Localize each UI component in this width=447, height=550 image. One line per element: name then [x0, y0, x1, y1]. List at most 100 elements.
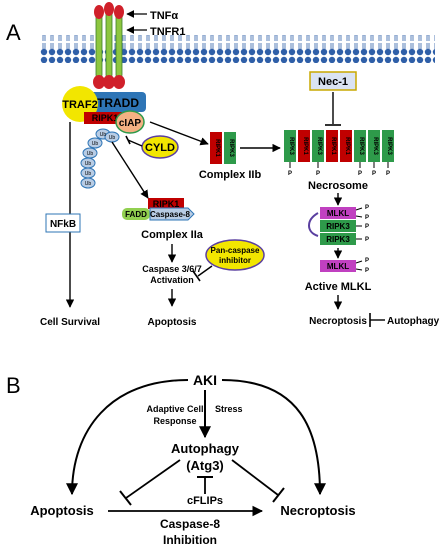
phosphate-stalks	[289, 162, 389, 168]
mlkl-ripk3-box	[320, 220, 356, 232]
arrow-to-complex-iib	[149, 121, 209, 146]
traf2-label: TRAF2	[62, 99, 97, 111]
fadd-box	[122, 208, 150, 220]
necrosome-ripk1-label: RIPK1	[302, 137, 308, 155]
necroptosis-a-label: Necroptosis	[309, 316, 367, 327]
complex-iia-label: Complex IIa	[141, 229, 204, 241]
pan-caspase-inhibit-bar	[192, 270, 201, 282]
cyld-label: CYLD	[145, 142, 175, 154]
pan-caspase-inhibit-line	[197, 265, 213, 277]
complex-iia-ripk1-label: RIPK1	[153, 199, 180, 209]
necrosome-ripk3-label: RIPK3	[386, 137, 392, 155]
autophagy-inhibits-apoptosis-line	[125, 459, 181, 499]
ciap-label: cIAP	[119, 118, 142, 129]
ub-label: Ub	[109, 135, 116, 141]
complex-iib-ripk1	[210, 132, 222, 164]
tradd-box	[90, 92, 146, 112]
necrosome-ripk1-label: RIPK1	[330, 137, 336, 155]
tnfr1-label: TNFR1	[150, 26, 185, 38]
cyld-inhibit-line	[127, 139, 143, 147]
necrosome-ripk3-label: RIPK3	[372, 137, 378, 155]
necrosome-complex	[284, 130, 394, 162]
active-mlkl-phosphate-stalks	[355, 260, 363, 271]
cflips-label: cFLIPs	[187, 495, 223, 507]
caspase-activation-label-1: Caspase 3/6/7	[142, 264, 202, 274]
caspase-activation-label-2: Activation	[150, 275, 194, 285]
ub-label: Ub	[87, 151, 94, 157]
necrosome-ripk3-label: RIPK3	[316, 137, 322, 155]
necrosome-ripk3-label: RIPK3	[358, 137, 364, 155]
arrow-to-complex-iia	[111, 141, 149, 199]
panel-a-label: A	[6, 20, 21, 45]
autophagy-inhibits-necroptosis-line	[231, 459, 279, 496]
nfkb-box	[45, 213, 81, 233]
ub-label: Ub	[85, 171, 92, 177]
mlkl-binding-arc	[308, 212, 319, 237]
phospho-label: P	[372, 171, 376, 177]
mlkl-ripk3-label: RIPK3	[326, 235, 350, 244]
ub-label: Ub	[85, 181, 92, 187]
cyld-inhibit-bar	[125, 135, 131, 145]
autophagy-b-label-2: (Atg3)	[186, 458, 224, 473]
complex-iib-ripk3	[224, 132, 236, 164]
aki-to-apoptosis-arrow	[66, 379, 189, 496]
stress-label: Stress	[215, 404, 243, 414]
nec1-box	[309, 71, 357, 91]
autophagy-a-label: Autophagy	[387, 316, 440, 327]
active-mlkl-inner-label: MLKL	[327, 262, 349, 271]
complex-iib-ripk1-label: RIPK1	[214, 139, 220, 157]
caspase-inhibition-label-2: Inhibition	[163, 533, 217, 547]
aki-to-necroptosis-arrow	[221, 379, 326, 496]
phospho-label: P	[365, 268, 369, 274]
caspase-inhibition-label-1: Caspase-8	[160, 517, 220, 531]
necroptosis-b-label: Necroptosis	[280, 503, 355, 518]
ubiquitin-chain	[80, 128, 120, 189]
caspase8-box	[149, 207, 195, 221]
phospho-label: P	[365, 215, 369, 221]
ripk1-label: RIPK1	[92, 113, 119, 123]
phospho-label: P	[365, 258, 369, 264]
ub-label: Ub	[92, 141, 99, 147]
phospho-label: P	[288, 171, 292, 177]
nec1-label: Nec-1	[318, 76, 348, 88]
mlkl-box	[320, 207, 356, 219]
tnfr1-receptor	[93, 2, 125, 89]
necrosome-ripk3-label: RIPK3	[288, 137, 294, 155]
caspase8-label: Caspase-8	[150, 210, 191, 219]
pan-caspase-label-1: Pan-caspase	[211, 246, 260, 255]
ub-label: Ub	[85, 161, 92, 167]
adaptive-response-label-2: Response	[153, 416, 196, 426]
nfkb-label: NFkB	[50, 219, 76, 230]
apoptosis-b-label: Apoptosis	[30, 503, 94, 518]
complex-iib-label: Complex IIb	[199, 169, 262, 181]
autophagy-inhibits-apoptosis-bar	[119, 490, 132, 506]
necrosome-ripk1-label: RIPK1	[344, 137, 350, 155]
ub-label: Ub	[100, 132, 107, 138]
autophagy-inhibits-necroptosis-bar	[272, 487, 285, 503]
active-mlkl-box	[320, 260, 356, 272]
phospho-label: P	[365, 224, 369, 230]
mlkl-label: MLKL	[327, 209, 349, 218]
complex-iib-ripk3-label: RIPK3	[228, 139, 234, 157]
phospho-label: P	[365, 237, 369, 243]
autophagy-b-label-1: Autophagy	[171, 441, 240, 456]
panel-b-label: B	[6, 373, 21, 398]
apoptosis-a-label: Apoptosis	[148, 317, 197, 328]
complex-iia-ripk1	[148, 198, 184, 209]
phospho-label: P	[386, 171, 390, 177]
pan-caspase-inhibitor-oval	[205, 239, 265, 271]
active-mlkl-label: Active MLKL	[305, 281, 372, 293]
mlkl-phosphate-stalks	[355, 207, 363, 240]
tradd-label: TRADD	[97, 96, 139, 110]
fadd-label: FADD	[125, 210, 147, 219]
adaptive-response-label-1: Adaptive Cell	[146, 404, 203, 414]
necrosome-label: Necrosome	[308, 180, 368, 192]
phospho-label: P	[365, 205, 369, 211]
phospho-label: P	[358, 171, 362, 177]
mlkl-ripk3-label: RIPK3	[326, 222, 350, 231]
cell-survival-label: Cell Survival	[40, 317, 100, 328]
tnf-alpha-label: TNFα	[150, 10, 178, 22]
ciap-oval	[115, 110, 145, 134]
